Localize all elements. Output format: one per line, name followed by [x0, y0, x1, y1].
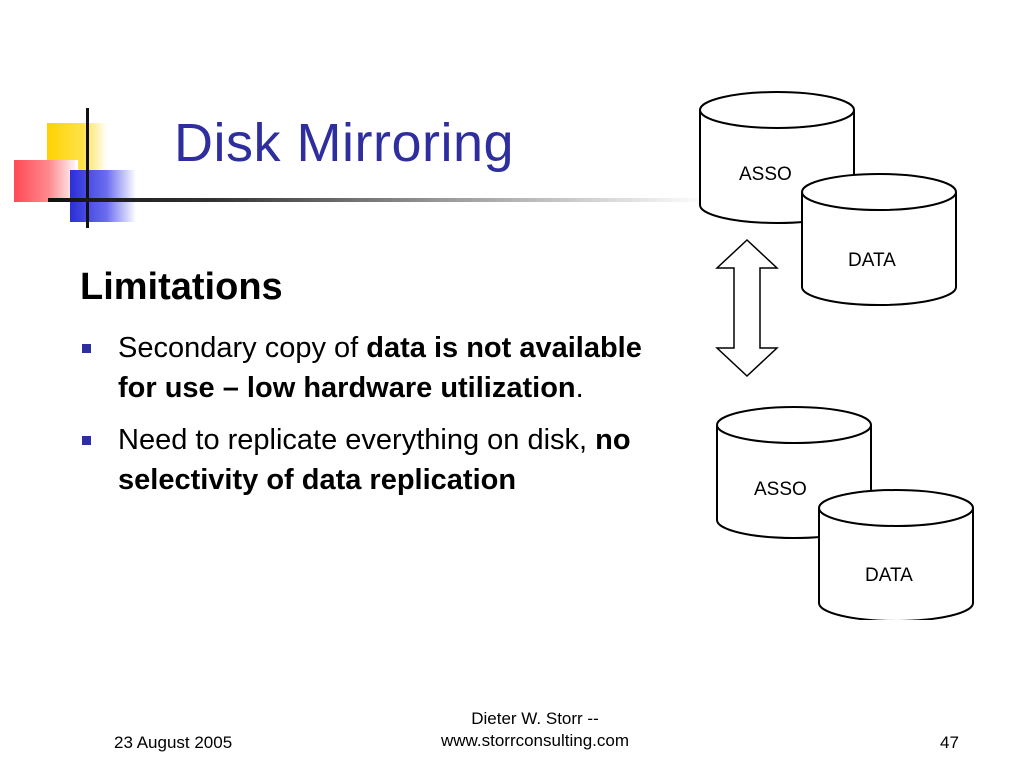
decoration-vertical-line [86, 108, 89, 228]
slide-decoration [0, 0, 140, 240]
primary-asso-label: ASSO [739, 164, 792, 185]
bullet-text-bold: data is not available for use – low hard… [118, 332, 642, 404]
footer-author: Dieter W. Storr -- www.storrconsulting.c… [400, 708, 670, 752]
section-heading: Limitations [80, 266, 283, 308]
decoration-red-square [14, 160, 78, 202]
decoration-blue-square [70, 170, 136, 222]
page-number: 47 [940, 733, 959, 752]
square-bullet-icon [82, 344, 91, 353]
footer-author-website: www.storrconsulting.com [440, 731, 629, 750]
bullet-item: Secondary copy of data is not available … [80, 328, 680, 408]
primary-data-label: DATA [848, 250, 896, 271]
bullet-text-bold: no selectivity of data replication [118, 424, 631, 496]
footer-author-name: Dieter W. Storr -- [471, 709, 599, 728]
bullet-item: Need to replicate everything on disk, no… [80, 420, 680, 500]
double-arrow-icon [715, 238, 779, 378]
bullet-text-normal: . [575, 372, 584, 404]
primary-data-disk-icon: DATA [801, 173, 957, 306]
title-underline [48, 198, 708, 202]
slide-title: Disk Mirroring [174, 113, 515, 173]
bullet-text-normal: Need to replicate everything on disk, [118, 424, 596, 456]
bullet-text-normal: Secondary copy of [118, 332, 367, 364]
mirror-data-disk-icon: DATA [818, 489, 974, 620]
mirror-data-label: DATA [865, 565, 913, 586]
footer-date: 23 August 2005 [114, 733, 233, 752]
square-bullet-icon [82, 436, 91, 445]
mirror-asso-label: ASSO [754, 479, 807, 500]
disk-mirror-diagram: ASSO DATA ASSO DATA [699, 91, 974, 620]
bullet-list: Secondary copy of data is not available … [80, 328, 680, 512]
